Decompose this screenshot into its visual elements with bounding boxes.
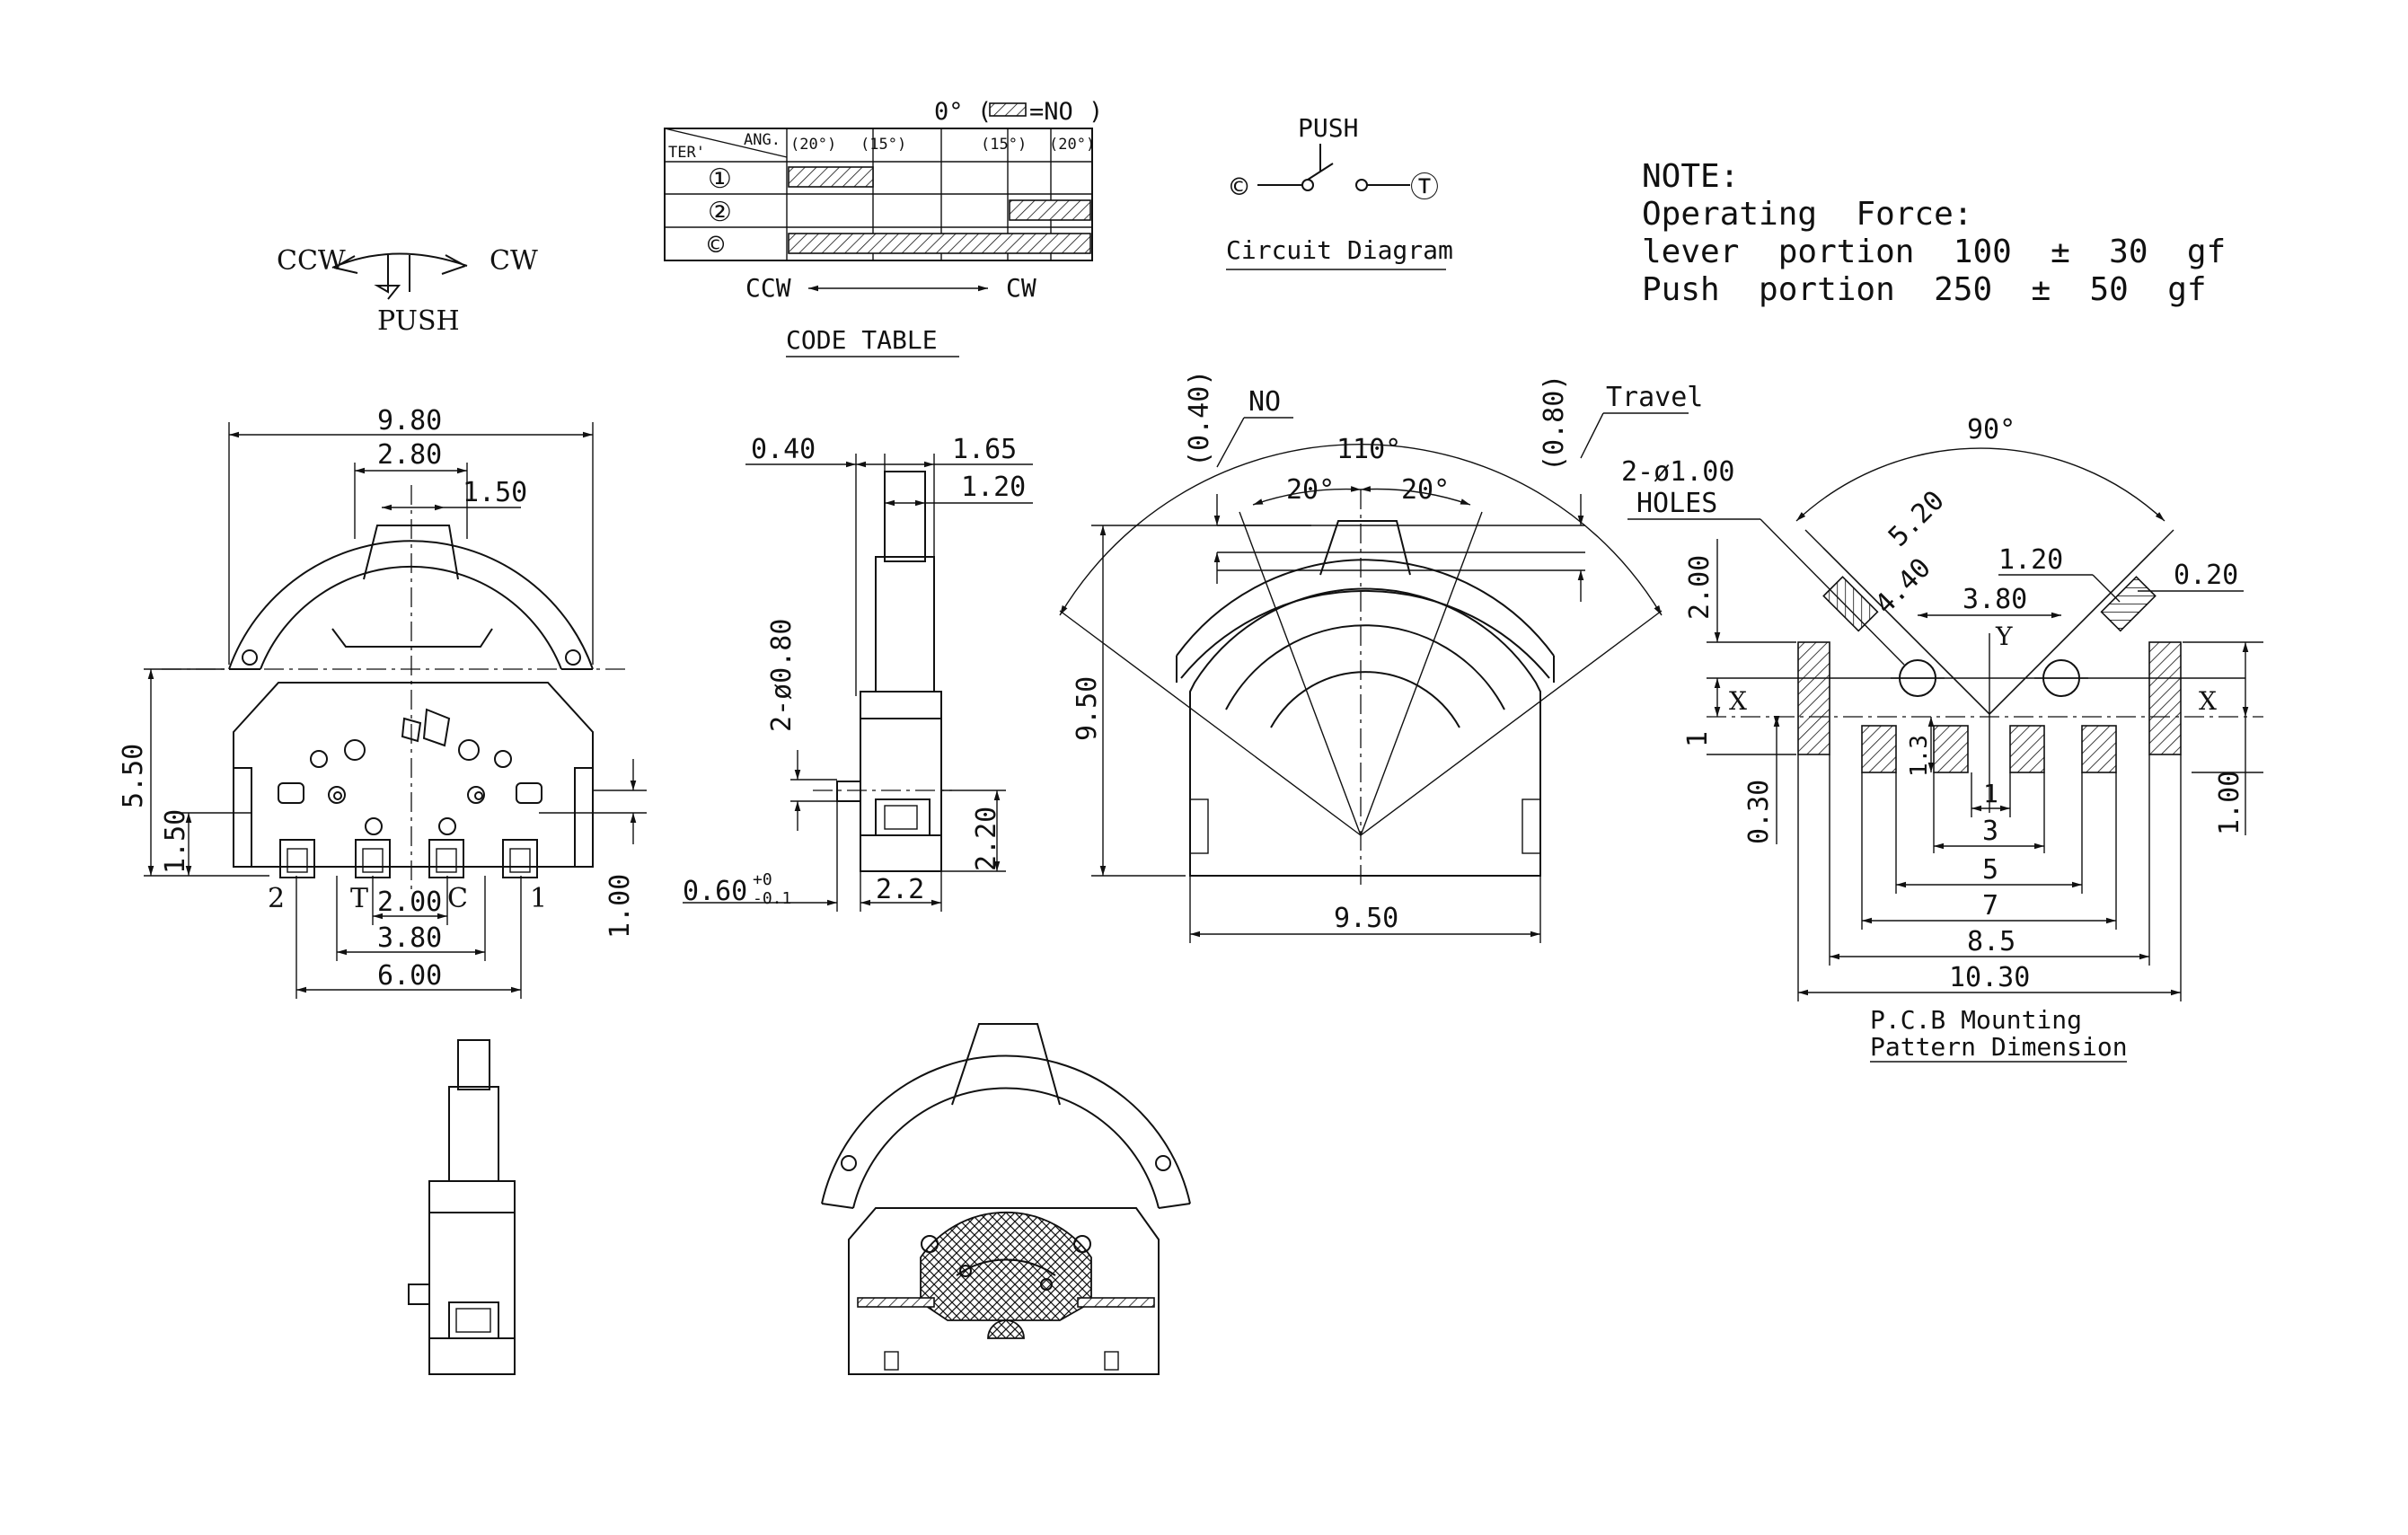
pcb-title-1: P.C.B Mounting bbox=[1870, 1005, 2082, 1035]
push-label: PUSH bbox=[1298, 113, 1358, 143]
dim-950-horizontal: 9.50 bbox=[1334, 903, 1398, 934]
dim-100: 1.00 bbox=[604, 874, 636, 939]
dim-030-vert: 0.30 bbox=[1743, 780, 1775, 844]
dim-1-horiz: 1 bbox=[1983, 779, 1998, 808]
circuit-title: Circuit Diagram bbox=[1226, 235, 1453, 265]
terminal-c: © bbox=[1230, 170, 1248, 204]
dim-120: 1.20 bbox=[1998, 544, 2063, 576]
travel-label: Travel bbox=[1606, 382, 1703, 413]
terminal-t: T bbox=[350, 883, 368, 914]
legend-paren-close: ) bbox=[1089, 98, 1103, 126]
dim-100-vert: 1.00 bbox=[2214, 771, 2245, 835]
dim-950-vertical: 9.50 bbox=[1072, 676, 1103, 741]
circuit-diagram: PUSH © Ⓣ Circuit Diagram bbox=[1226, 113, 1453, 270]
dim-1-vert: 1 bbox=[1682, 731, 1714, 747]
dim-280: 2.80 bbox=[377, 439, 442, 471]
x-label-left: X bbox=[1729, 686, 1747, 716]
dim-150b: 1.50 bbox=[160, 809, 191, 874]
direction-arrow-icon bbox=[331, 252, 468, 300]
angle-4: (20°) bbox=[1049, 136, 1095, 154]
angle-1: (20°) bbox=[790, 136, 836, 154]
angle-20a: 20° bbox=[1286, 474, 1335, 506]
legend-hatch-swatch bbox=[989, 102, 1027, 117]
header-ang: ANG. bbox=[744, 131, 781, 149]
dim-040-paren: (0.40) bbox=[1184, 370, 1215, 467]
terminal-c: C bbox=[447, 883, 468, 914]
dim-040: 0.40 bbox=[751, 434, 816, 465]
angle-20b: 20° bbox=[1401, 474, 1450, 506]
note-line-1: Operating Force: bbox=[1642, 196, 1972, 233]
dim-85: 8.5 bbox=[1967, 926, 2015, 957]
terminal-2: 2 bbox=[268, 883, 285, 914]
dim-980: 9.80 bbox=[377, 405, 442, 437]
dim-200-vert: 2.00 bbox=[1684, 555, 1716, 620]
x-label-right: X bbox=[2199, 686, 2217, 716]
dim-120: 1.20 bbox=[961, 472, 1026, 503]
pcb-pattern: 90° Y 5.20 4.40 3.80 1.20 0.20 2-ø1.00 H… bbox=[1621, 414, 2263, 1063]
code-table: 0° ( =NO ) ANG. TER' (20°) (15°) (15°) (… bbox=[664, 98, 1103, 357]
row-1: ① bbox=[708, 163, 732, 195]
angle-view: 110° 20° 20° (0.40) (0.80) NO Travel 9.5… bbox=[1059, 370, 1703, 943]
angle-110: 110° bbox=[1336, 434, 1401, 465]
dim-5: 5 bbox=[1982, 854, 1998, 886]
angle-90: 90° bbox=[1967, 414, 2015, 446]
terminal-t: Ⓣ bbox=[1410, 170, 1439, 204]
side-holes: 2-ø0.80 bbox=[766, 619, 798, 732]
bottom-assembly-view bbox=[821, 1023, 1191, 1375]
dim-220: 2.20 bbox=[971, 807, 1002, 871]
dim-060: 0.60 bbox=[683, 876, 747, 907]
header-ter: TER' bbox=[668, 144, 705, 162]
dim-200: 2.00 bbox=[377, 887, 442, 918]
dim-7: 7 bbox=[1982, 890, 1998, 922]
angle-2: (15°) bbox=[860, 136, 906, 154]
terminal-1: 1 bbox=[530, 883, 547, 914]
bottom-side-view bbox=[408, 1039, 516, 1375]
tol-minus: -0.1 bbox=[753, 889, 791, 908]
dim-080-paren: (0.80) bbox=[1539, 375, 1570, 472]
legend-zero: 0° bbox=[934, 98, 964, 126]
dim-13-vert: 1.3 bbox=[1906, 735, 1933, 777]
dim-165: 1.65 bbox=[952, 434, 1017, 465]
dim-1030: 10.30 bbox=[1949, 962, 2030, 993]
tol-plus: +0 bbox=[753, 870, 772, 889]
pcb-title-2: Pattern Dimension bbox=[1870, 1032, 2128, 1062]
dim-020: 0.20 bbox=[2174, 560, 2238, 591]
dim-22: 2.2 bbox=[876, 874, 924, 905]
angle-3: (15°) bbox=[981, 136, 1027, 154]
dim-380: 3.80 bbox=[1963, 584, 2027, 615]
cw-label: CW bbox=[1006, 273, 1036, 303]
pcb-holes: 2-ø1.00 bbox=[1621, 456, 1734, 488]
side-view: 0.40 1.65 1.20 2-ø0.80 2.20 0.60 +0 -0.1… bbox=[683, 434, 1033, 912]
dim-380: 3.80 bbox=[377, 922, 442, 954]
legend-no: =NO bbox=[1029, 98, 1073, 126]
cw-label: CW bbox=[490, 245, 538, 277]
code-table-title: CODE TABLE bbox=[786, 325, 938, 355]
legend-paren-open: ( bbox=[977, 98, 992, 126]
note-title: NOTE: bbox=[1642, 158, 1739, 195]
dim-600: 6.00 bbox=[377, 960, 442, 992]
dim-150: 1.50 bbox=[463, 477, 527, 508]
ccw-label: CCW bbox=[277, 245, 346, 277]
note-line-3: Push portion 250 ± 50 gf bbox=[1642, 271, 2207, 308]
dim-3: 3 bbox=[1982, 816, 1998, 847]
no-label: NO bbox=[1248, 386, 1281, 418]
row-2: ② bbox=[708, 197, 732, 228]
front-view: 9.80 2.80 1.50 5.50 1.50 1.00 2 T C 1 2.… bbox=[118, 405, 647, 999]
row-c: © bbox=[708, 230, 725, 261]
direction-symbol: CCW CW PUSH bbox=[277, 245, 538, 337]
push-label: PUSH bbox=[377, 305, 460, 337]
note-line-2: lever portion 100 ± 30 gf bbox=[1642, 234, 2226, 270]
y-label: Y bbox=[1995, 622, 2013, 651]
dim-550: 5.50 bbox=[118, 744, 149, 808]
ccw-label: CCW bbox=[745, 273, 791, 303]
dim-440: 4.40 bbox=[1869, 552, 1937, 621]
pcb-holes-label: HOLES bbox=[1636, 488, 1717, 519]
dim-520: 5.20 bbox=[1883, 485, 1951, 553]
note: NOTE: Operating Force: lever portion 100… bbox=[1642, 158, 2226, 308]
